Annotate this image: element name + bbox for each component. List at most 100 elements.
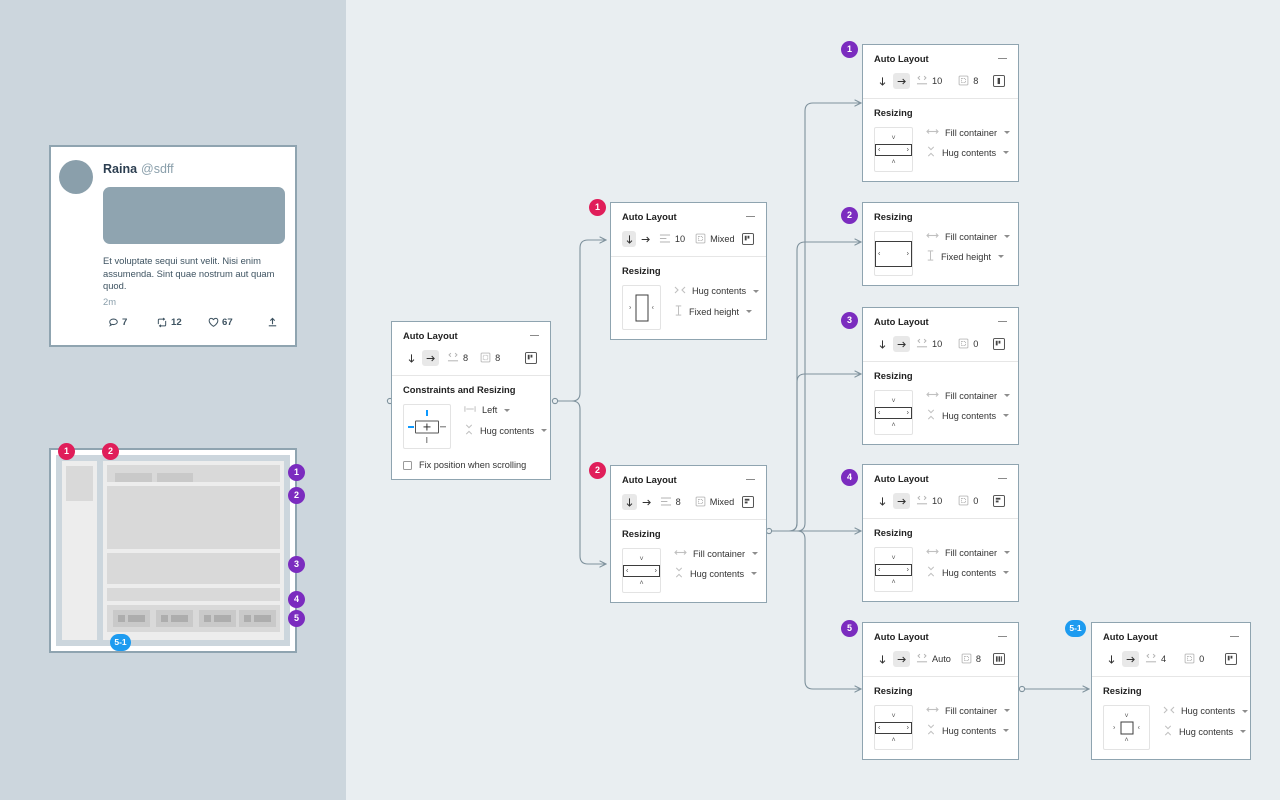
align-top-left-icon[interactable] xyxy=(990,336,1007,352)
chevron-down-icon[interactable] xyxy=(1003,414,1010,417)
resize-horizontal-row[interactable]: Fill container xyxy=(926,547,1011,558)
arrow-right-icon[interactable] xyxy=(422,350,439,366)
resize-horizontal-row[interactable]: Hug contents xyxy=(674,285,760,297)
panel-r5[interactable]: Auto Layout Auto xyxy=(862,622,1019,760)
fix-position-row[interactable]: Fix position when scrolling xyxy=(403,460,539,470)
padding-value[interactable]: 8 xyxy=(973,76,979,86)
resize-vertical-row[interactable]: Fixed height xyxy=(926,250,1010,263)
spacing-value[interactable]: 8 xyxy=(463,353,469,363)
chevron-down-icon[interactable] xyxy=(1003,729,1010,732)
chevron-down-icon[interactable] xyxy=(1004,131,1011,134)
panel-p1[interactable]: Auto Layout 10 xyxy=(610,202,767,340)
panel-r51[interactable]: Auto Layout 4 xyxy=(1091,622,1251,760)
wireframe-badge-2[interactable]: 2 xyxy=(102,443,119,460)
resize-widget-fill-hug[interactable]: ‹ › ˅ ˄ xyxy=(874,127,913,172)
resize-horizontal-row[interactable]: Fill container xyxy=(926,390,1011,401)
chevron-down-icon[interactable] xyxy=(1004,551,1011,554)
wireframe-badge-right-3[interactable]: 3 xyxy=(288,556,305,573)
panel-r2-badge[interactable]: 2 xyxy=(841,207,858,224)
resize-vertical-row[interactable]: Hug contents xyxy=(926,409,1010,422)
resize-widget-fill-hug[interactable]: ‹ › ˅ ˄ xyxy=(874,390,913,435)
panel-r5-badge[interactable]: 5 xyxy=(841,620,858,637)
align-top-left-icon[interactable] xyxy=(990,493,1007,509)
chevron-down-icon[interactable] xyxy=(753,289,760,293)
chevron-down-icon[interactable] xyxy=(1004,394,1011,397)
resize-widget-fill-fixed[interactable]: ‹ › xyxy=(874,231,913,276)
padding-value[interactable]: Mixed xyxy=(709,497,735,507)
padding-value[interactable]: 0 xyxy=(973,496,979,506)
arrow-down-icon[interactable] xyxy=(874,651,891,667)
chevron-down-icon[interactable] xyxy=(1003,151,1010,154)
align-center-vertical-icon[interactable] xyxy=(990,651,1007,667)
panel-r3-badge[interactable]: 3 xyxy=(841,312,858,329)
resize-vertical-row[interactable]: Hug contents xyxy=(674,567,758,580)
retweet-action[interactable]: 12 xyxy=(156,317,182,328)
wireframe-badge-right-1[interactable]: 1 xyxy=(288,464,305,481)
share-action[interactable] xyxy=(267,317,281,328)
chevron-down-icon[interactable] xyxy=(1004,235,1011,238)
resize-horizontal-row[interactable]: Fill container xyxy=(926,705,1011,716)
resize-horizontal-row[interactable]: Hug contents xyxy=(1163,705,1249,717)
arrow-down-icon[interactable] xyxy=(1103,651,1120,667)
resize-widget-fill-hug[interactable]: ‹ › ˅ ˄ xyxy=(874,705,913,750)
arrow-right-icon[interactable] xyxy=(893,493,910,509)
arrow-right-icon[interactable] xyxy=(893,651,910,667)
align-top-left-icon[interactable] xyxy=(522,350,539,366)
resize-vertical-row[interactable]: Hug contents xyxy=(926,146,1010,159)
padding-value[interactable]: 0 xyxy=(973,339,979,349)
arrow-down-icon[interactable] xyxy=(622,494,637,510)
minus-icon[interactable] xyxy=(746,215,755,218)
resize-widget-hug-horizontal[interactable]: › ‹ xyxy=(622,285,661,330)
spacing-value[interactable]: 8 xyxy=(675,497,681,507)
chevron-down-icon[interactable] xyxy=(751,572,758,575)
arrow-down-icon[interactable] xyxy=(403,350,420,366)
padding-value[interactable]: 8 xyxy=(495,353,501,363)
minus-icon[interactable] xyxy=(998,477,1007,480)
minus-icon[interactable] xyxy=(746,478,755,481)
resize-widget-fill-hug[interactable]: ‹ › ˅ ˄ xyxy=(622,548,661,593)
panel-r51-badge[interactable]: 5-1 xyxy=(1065,620,1086,637)
spacing-value[interactable]: 10 xyxy=(932,496,943,506)
minus-icon[interactable] xyxy=(530,334,539,337)
align-top-left-icon[interactable] xyxy=(740,494,755,510)
wireframe-badge-right-5[interactable]: 5 xyxy=(288,610,305,627)
padding-value[interactable]: 0 xyxy=(1199,654,1205,664)
arrow-right-icon[interactable] xyxy=(639,494,654,510)
resize-horizontal-row[interactable]: Fill container xyxy=(926,231,1011,242)
align-top-left-icon[interactable] xyxy=(741,231,755,247)
arrow-right-icon[interactable] xyxy=(1122,651,1139,667)
like-action[interactable]: 67 xyxy=(208,317,233,328)
resize-widget-fill-hug[interactable]: ‹ › ˅ ˄ xyxy=(874,547,913,592)
spacing-value[interactable]: 10 xyxy=(932,339,943,349)
panel-r2[interactable]: Resizing ‹ › Fill container xyxy=(862,202,1019,286)
wireframe-badge-5-1[interactable]: 5-1 xyxy=(110,634,131,651)
chevron-down-icon[interactable] xyxy=(998,255,1005,258)
panel-p2-badge[interactable]: 2 xyxy=(589,462,606,479)
reply-action[interactable]: 7 xyxy=(108,317,127,328)
chevron-down-icon[interactable] xyxy=(1004,709,1011,712)
resize-horizontal-row[interactable]: Fill container xyxy=(674,548,759,559)
arrow-right-icon[interactable] xyxy=(638,231,652,247)
resize-vertical-row[interactable]: Hug contents xyxy=(1163,725,1248,738)
minus-icon[interactable] xyxy=(998,320,1007,323)
chevron-down-icon[interactable] xyxy=(1240,730,1247,733)
chevron-down-icon[interactable] xyxy=(541,429,548,432)
chevron-down-icon[interactable] xyxy=(1242,709,1249,713)
panel-r3[interactable]: Auto Layout 10 xyxy=(862,307,1019,445)
resize-horizontal-row[interactable]: Fill container xyxy=(926,127,1011,138)
constraints-grid[interactable] xyxy=(403,404,451,449)
arrow-right-icon[interactable] xyxy=(893,336,910,352)
wireframe-badge-right-4[interactable]: 4 xyxy=(288,591,305,608)
panel-r4[interactable]: Auto Layout 10 xyxy=(862,464,1019,602)
align-top-left-icon[interactable] xyxy=(1222,651,1239,667)
panel-r4-badge[interactable]: 4 xyxy=(841,469,858,486)
chevron-down-icon[interactable] xyxy=(1003,571,1010,574)
padding-value[interactable]: 8 xyxy=(975,654,982,664)
constraint-horizontal-row[interactable]: Left xyxy=(464,404,547,416)
arrow-down-icon[interactable] xyxy=(874,493,891,509)
minus-icon[interactable] xyxy=(998,57,1007,60)
chevron-down-icon[interactable] xyxy=(504,408,511,412)
resize-vertical-row[interactable]: Fixed height xyxy=(674,305,759,318)
chevron-down-icon[interactable] xyxy=(752,552,759,555)
fix-position-checkbox[interactable] xyxy=(403,460,412,470)
